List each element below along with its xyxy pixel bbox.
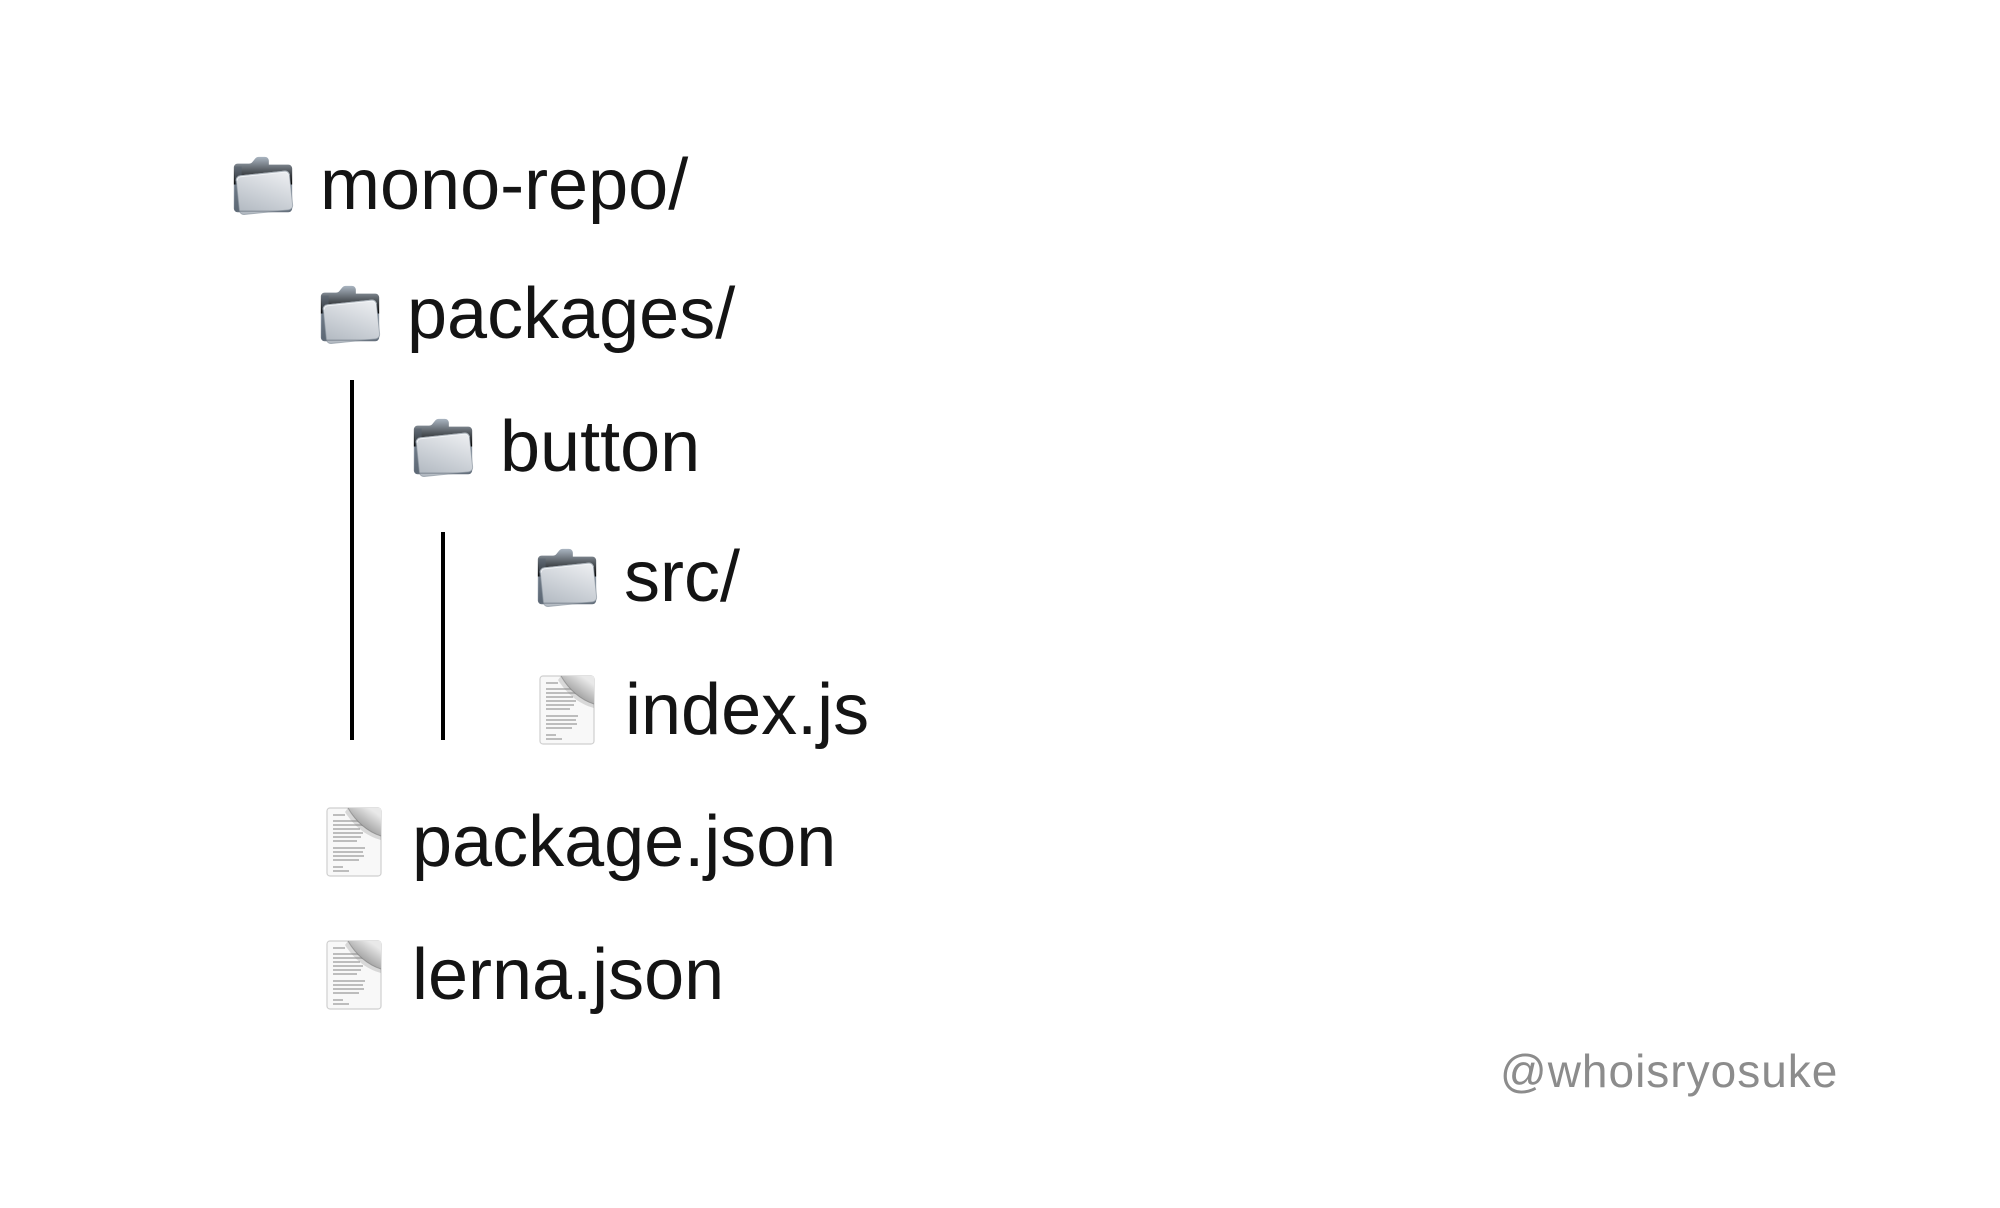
tree-item-button: button xyxy=(408,410,700,484)
document-icon xyxy=(322,939,386,1011)
tree-item-package-json: package.json xyxy=(322,805,836,879)
document-icon xyxy=(535,674,599,746)
watermark-handle: @whoisryosuke xyxy=(1500,1045,1839,1097)
tree-item-label: index.js xyxy=(625,670,870,750)
folder-icon xyxy=(408,412,478,482)
tree-item-mono-repo: mono-repo/ xyxy=(228,148,688,222)
tree-item-packages: packages/ xyxy=(315,277,735,351)
tree-item-label: mono-repo/ xyxy=(320,145,689,225)
folder-icon xyxy=(228,150,298,220)
tree-item-label: package.json xyxy=(412,802,837,882)
tree-item-label: button xyxy=(500,407,701,487)
tree-item-index-js: index.js xyxy=(535,673,869,747)
tree-item-label: packages/ xyxy=(407,274,736,354)
tree-item-src: src/ xyxy=(532,540,740,614)
folder-icon xyxy=(315,279,385,349)
tree-guide-line-packages xyxy=(350,380,354,740)
folder-icon xyxy=(532,542,602,612)
tree-item-label: lerna.json xyxy=(412,935,725,1015)
tree-item-label: src/ xyxy=(624,537,740,617)
tree-item-lerna-json: lerna.json xyxy=(322,938,724,1012)
document-icon xyxy=(322,806,386,878)
tree-guide-line-button xyxy=(441,532,445,740)
